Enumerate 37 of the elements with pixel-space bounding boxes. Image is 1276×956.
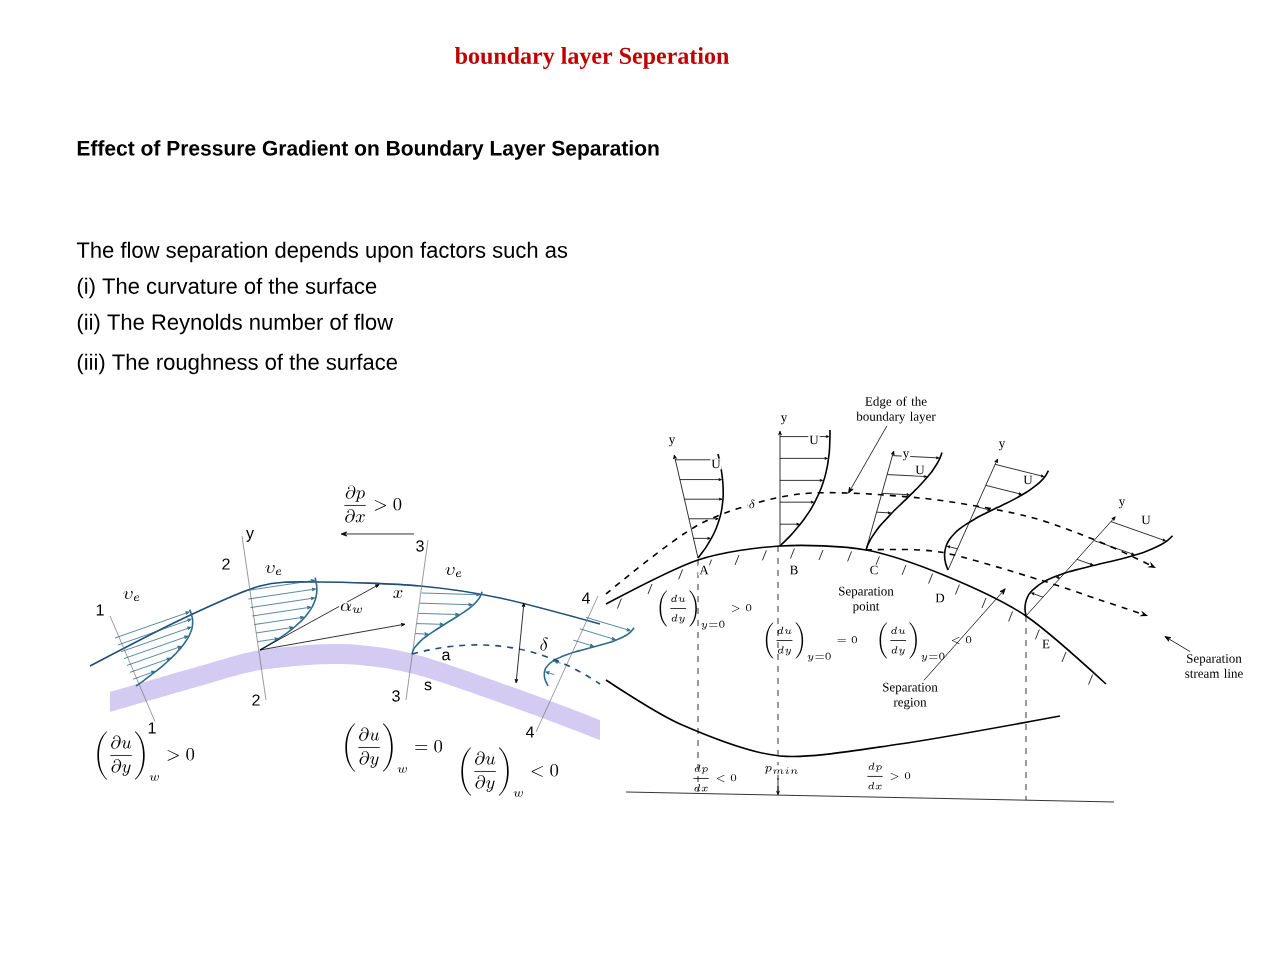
figure-label: y [245, 529, 255, 543]
formula: $\left(\frac{\partial u}{\partial y}\right)_w=0$ [345, 723, 443, 773]
figure-label: 2 [220, 557, 232, 571]
body-text: The flow separation depends upon factors such as [76, 241, 568, 263]
symbol-label: $\upsilon_e$ [121, 590, 143, 602]
symbol-label: $\alpha_w$ [339, 602, 365, 614]
heading: Effect of Pressure Gradient on Boundary Layer Separation [77, 140, 659, 160]
leader-line [923, 588, 1006, 681]
figure-label: s [423, 680, 433, 692]
formula: $\frac{dp}{dx}<0$ [693, 764, 737, 792]
symbol-label: $p_{min}$ [763, 765, 801, 775]
body-text: (ii) The Reynolds number of flow [77, 313, 394, 335]
formula: $\left(\frac{du}{dy}\right)_{y=0}<0$ [879, 622, 972, 662]
leader-line [1164, 636, 1191, 653]
body-text: (iii) The roughness of the surface [77, 353, 397, 375]
formula: $\left(\frac{du}{dy}\right)_{y=0}=0$ [765, 622, 857, 662]
figure-label: 4 [524, 725, 536, 739]
body-text: (i) The curvature of the surface [77, 277, 377, 299]
symbol-label: $\delta$ [538, 636, 550, 652]
symbol-label: $\upsilon_e$ [263, 564, 285, 576]
figure-label: 1 [146, 721, 158, 735]
symbol-label: $x$ [391, 589, 405, 599]
formula: $\left(\frac{du}{dy}\right)_{y=0}>0$ [659, 590, 752, 630]
figure-label: 3 [414, 539, 426, 553]
figure-label: 3 [390, 689, 402, 703]
formula: $\left(\frac{\partial u}{\partial y}\right)_w>0$ [97, 731, 195, 781]
figure-label: 4 [580, 591, 592, 605]
formula: $\frac{\partial p}{\partial x}>0$ [344, 485, 402, 523]
figure-label: 2 [250, 693, 262, 707]
formula: $\frac{dp}{dx}>0$ [867, 762, 911, 790]
symbol-label: $\delta$ [747, 498, 757, 510]
figure-label: a [440, 650, 452, 662]
symbol-label: $\upsilon_e$ [443, 566, 465, 578]
slide-title: boundary layer Seperation [455, 47, 729, 69]
formula: $\left(\frac{\partial u}{\partial y}\right)_w<0$ [461, 747, 559, 797]
leader-line [848, 425, 888, 494]
figure-label: 1 [94, 603, 106, 617]
